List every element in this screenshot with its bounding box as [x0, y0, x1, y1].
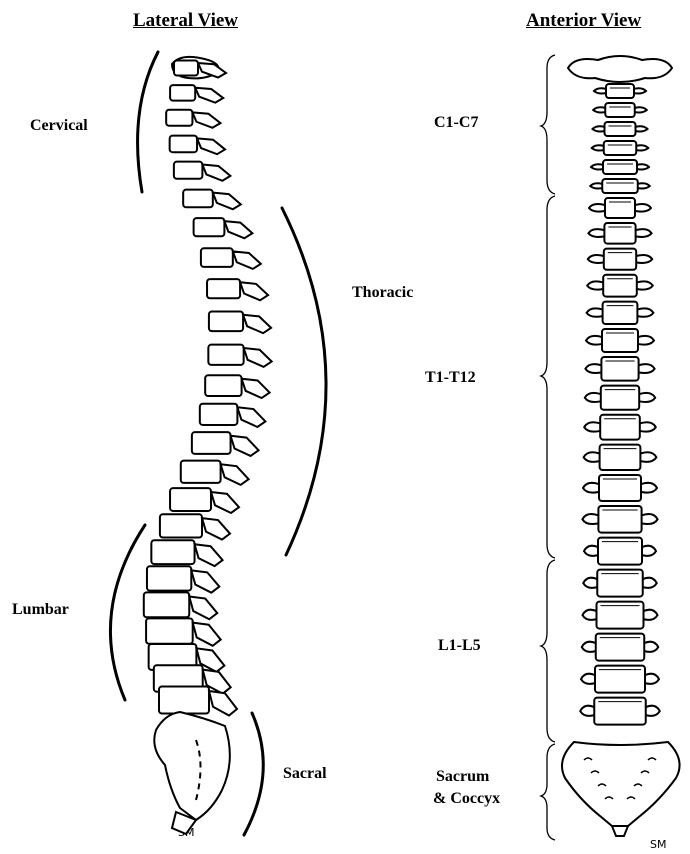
anterior-vertebra	[591, 160, 649, 174]
anterior-vertebra	[586, 329, 654, 352]
thoracic-arc	[282, 208, 326, 555]
anterior-vertebra	[588, 249, 652, 270]
lateral-vertebra	[208, 345, 271, 367]
lateral-vertebra	[170, 488, 239, 513]
lateral-vertebra	[147, 566, 219, 592]
anterior-vertebra	[594, 84, 646, 98]
c1-c7-brace	[541, 55, 555, 194]
lateral-vertebra	[151, 540, 222, 566]
anterior-vertebra	[585, 386, 655, 410]
sacral-arc	[244, 713, 263, 835]
lateral-vertebra	[144, 592, 217, 619]
lateral-vertebra	[200, 404, 266, 427]
anterior-vertebra	[581, 666, 659, 693]
anterior-vertebra	[592, 141, 649, 155]
anterior-region-braces	[541, 55, 555, 840]
lateral-vertebra	[174, 162, 231, 181]
sacrum-brace	[541, 744, 555, 840]
lateral-vertebra	[209, 311, 271, 333]
lateral-vertebra	[160, 514, 230, 539]
l1-l5-brace	[541, 560, 555, 742]
anterior-vertebra	[580, 698, 660, 725]
lumbar-arc	[110, 525, 145, 700]
lateral-vertebra	[170, 85, 223, 103]
anterior-vertebra	[584, 538, 656, 565]
anterior-vertebra	[583, 475, 657, 501]
lateral-vertebra	[192, 432, 259, 456]
lateral-vertebra	[146, 618, 221, 645]
anterior-vertebra	[585, 357, 654, 381]
lateral-vertebra	[194, 218, 253, 238]
cervical-arc	[138, 52, 158, 192]
anterior-vertebra	[587, 275, 653, 297]
lateral-vertebra	[183, 190, 241, 210]
coccyx	[612, 826, 628, 836]
anterior-vertebra	[583, 570, 657, 597]
anterior-vertebra	[583, 602, 658, 629]
anterior-vertebra	[584, 445, 657, 470]
lateral-vertebra	[207, 279, 268, 300]
lateral-vertebra	[166, 110, 220, 128]
sacrum	[562, 742, 680, 826]
anterior-vertebra	[589, 198, 651, 218]
lateral-vertebra	[201, 248, 261, 269]
lateral-vertebra	[205, 375, 269, 398]
anterior-vertebra	[590, 179, 650, 193]
anterior-vertebra	[587, 302, 654, 324]
anterior-vertebra	[593, 122, 648, 136]
anterior-spine	[562, 56, 680, 836]
lateral-sacrum	[154, 712, 230, 820]
anterior-vertebra	[582, 634, 659, 661]
lateral-vertebra	[170, 136, 225, 155]
t1-t12-brace	[541, 196, 555, 558]
lateral-vertebra	[181, 461, 249, 485]
atlas-vertebra	[568, 56, 672, 82]
anterior-vertebra	[588, 223, 651, 244]
anterior-vertebra	[584, 415, 656, 440]
anterior-vertebra	[582, 506, 657, 533]
anterior-vertebra	[593, 103, 647, 117]
